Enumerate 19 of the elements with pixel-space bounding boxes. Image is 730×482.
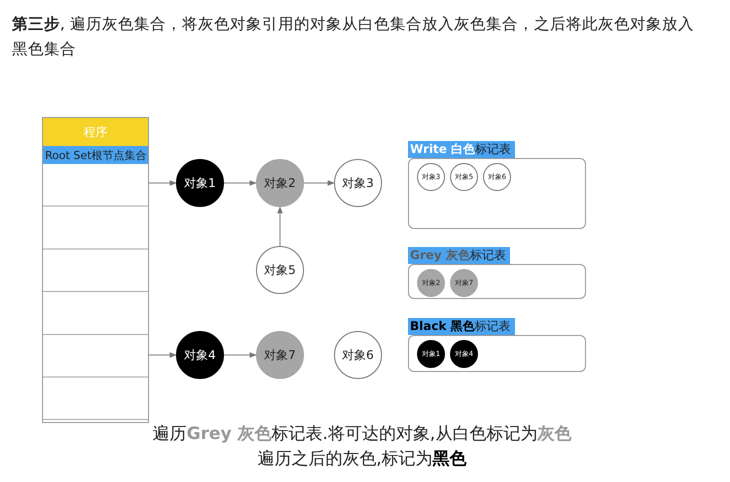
mark-table-heading: Black 黑色标记表 bbox=[408, 318, 515, 335]
object-circle: 对象2 bbox=[256, 159, 304, 207]
arrow bbox=[224, 352, 257, 358]
arrow bbox=[277, 206, 283, 246]
object-circle: 对象3 bbox=[334, 159, 382, 207]
stack-subheader: Root Set根节点集合 bbox=[43, 146, 148, 164]
object-circle: 对象5 bbox=[256, 246, 304, 294]
object-circle: 对象1 bbox=[176, 159, 224, 207]
step-description: 第三步, 遍历灰色集合，将灰色对象引用的对象从白色集合放入灰色集合，之后将此灰色对象放入黑色集合 bbox=[12, 14, 695, 60]
arrow bbox=[224, 180, 257, 186]
object-circle: 对象7 bbox=[256, 331, 304, 379]
arrow bbox=[304, 180, 335, 186]
caption: 遍历Grey 灰色标记表.将可达的对象,从白色标记为灰色遍历之后的灰色,标记为黑色 bbox=[152, 423, 572, 471]
mark-table-heading: Grey 灰色标记表 bbox=[408, 247, 510, 264]
object-circle: 对象6 bbox=[334, 331, 382, 379]
mark-table-heading: Write 白色标记表 bbox=[408, 141, 516, 158]
root-set-stack bbox=[42, 117, 149, 423]
stack-header: 程序 bbox=[43, 118, 148, 146]
object-circle: 对象4 bbox=[176, 331, 224, 379]
